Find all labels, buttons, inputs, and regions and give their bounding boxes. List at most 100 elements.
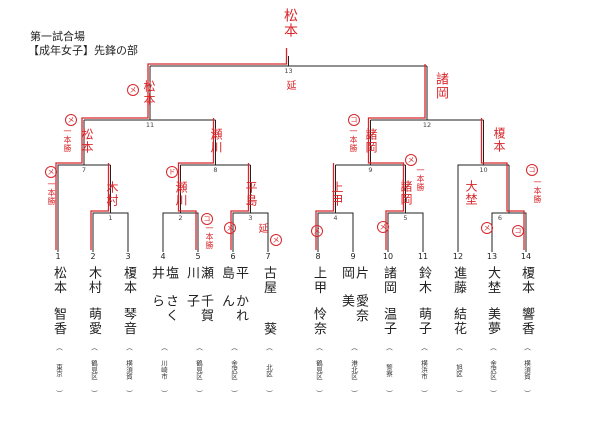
player-affiliation: （ 鶴見区 ） [194, 344, 203, 396]
score-mark-men: メ [45, 166, 57, 178]
paren-open: （ [194, 344, 203, 351]
paren-close: ） [488, 389, 497, 397]
bracket-match-6 [491, 165, 527, 252]
annotation-first-5: 諸岡 [399, 180, 413, 206]
player-number: 4 [160, 252, 166, 261]
score-mark-men: メ [65, 114, 77, 126]
paren-close: ） [314, 389, 323, 397]
score-mark-kote: コ [526, 164, 538, 176]
score-mark-men: メ [311, 225, 323, 237]
paren-open: （ [229, 344, 238, 351]
annotation-semi-right: 諸岡 [433, 72, 448, 100]
player-affiliation: （ 警察 ） [384, 344, 393, 396]
player-affiliation: （ 横須賀 ） [522, 344, 531, 397]
player-surname: 平島 [219, 266, 248, 281]
match-number-3: 3 [248, 214, 253, 222]
player-name: 古屋 葵 [261, 266, 276, 336]
bracket-match-1 [92, 165, 129, 252]
player-slot-6: 6 平島 かれん （ 金沢区 ） [219, 252, 248, 396]
score-mark-men: メ [270, 234, 282, 246]
annotation-first-4: 上甲 [330, 181, 344, 207]
player-slot-11: 11 鈴木 萌子 （ 横浜市 ） [413, 252, 433, 396]
affiliation-text: 横須賀 [124, 360, 133, 380]
player-surname: 榎本 [121, 266, 136, 295]
paren-close: ） [264, 389, 273, 397]
winner-path-enomoto [480, 118, 525, 250]
paren-open: （ [54, 344, 63, 351]
paren-open: （ [454, 344, 463, 351]
paren-open: （ [522, 344, 531, 351]
player-name: 榎本 響香 [519, 266, 534, 336]
player-slot-12: 12 進藤 結花 （ 旭区 ） [448, 252, 468, 396]
player-given-name: 怜奈 [311, 307, 326, 336]
annotation-extension-match-3: 延 [256, 223, 267, 234]
player-given-name: 愛奈美 [339, 294, 368, 323]
player-surname: 進藤 [451, 266, 466, 295]
paren-close: ） [419, 389, 428, 397]
bracket-match-4 [317, 165, 354, 252]
player-surname: 上甲 [311, 266, 326, 295]
player-surname: 古屋 [261, 266, 276, 295]
player-name: 鈴木 萌子 [416, 266, 431, 336]
match-number-7: 7 [81, 166, 87, 174]
paren-open: （ [264, 344, 273, 351]
paren-close: ） [124, 389, 133, 397]
player-number: 1 [55, 252, 61, 261]
affiliation-text: 警察 [384, 363, 393, 377]
match-number-9: 9 [368, 166, 373, 174]
affiliation-text: 横浜市 [419, 360, 428, 380]
score-mark-kote: コ [348, 114, 360, 126]
affiliation-text: 北区 [264, 363, 273, 377]
match-number-2: 2 [178, 214, 183, 222]
match-number-10: 10 [479, 166, 488, 174]
bracket-match-12 [370, 66, 484, 121]
bracket-match-10 [457, 120, 509, 252]
annotation-ippon: 一本勝 [533, 178, 542, 204]
player-affiliation: （ 旭区 ） [454, 344, 463, 397]
player-number: 9 [350, 252, 356, 261]
player-given-name: 結花 [451, 307, 466, 336]
affiliation-text: 鶴見区 [89, 360, 98, 380]
player-surname: 諸岡 [381, 266, 396, 295]
player-affiliation: （ 鶴見区 ） [314, 344, 323, 397]
player-number: 11 [417, 252, 429, 261]
paren-close: ） [454, 389, 463, 397]
paren-open: （ [349, 344, 358, 351]
annotation-quarter-1: 松本 [80, 128, 94, 154]
annotation-ippon: 一本勝 [349, 127, 358, 153]
player-number: 14 [520, 252, 532, 261]
score-mark-men: メ [224, 222, 236, 234]
player-name: 片岡 愛奈美 [339, 266, 368, 336]
annotation-ippon: 一本勝 [205, 224, 214, 250]
player-slot-3: 3 榎本 琴音 （ 横須賀 ） [118, 252, 138, 396]
score-mark-do: ド [166, 166, 178, 178]
player-number: 10 [382, 252, 394, 261]
annotation-ippon: 一本勝 [63, 127, 72, 153]
player-affiliation: （ 港北区 ） [349, 344, 358, 396]
player-given-name: 温子 [381, 307, 396, 336]
annotation-first-2: 瀬川 [174, 181, 188, 207]
annotation-semi-left: 松本 [142, 80, 156, 106]
annotation-quarter-2: 瀬川 [209, 128, 223, 154]
bracket-match-5 [387, 165, 424, 252]
affiliation-text: 東京 [54, 363, 63, 377]
paren-close: ） [522, 389, 531, 397]
player-given-name: 萌子 [416, 307, 431, 336]
player-surname: 松本 [51, 266, 66, 295]
player-slot-9: 9 片岡 愛奈美 （ 港北区 ） [339, 252, 368, 396]
paren-open: （ [314, 344, 323, 351]
score-mark-men: メ [481, 222, 493, 234]
player-given-name: さくら [149, 294, 178, 323]
player-name: 諸岡 温子 [381, 266, 396, 336]
winner-path-matsumoto [55, 48, 288, 250]
player-name: 木村 萌愛 [86, 266, 101, 336]
division-title: 【成年女子】先鋒の部 [28, 44, 138, 57]
player-given-name: 千賀子 [184, 294, 213, 323]
match-number-12: 12 [422, 121, 432, 129]
winner-path-segawa [177, 118, 215, 250]
player-name: 瀬川 千賀子 [184, 266, 213, 336]
affiliation-text: 旭区 [454, 363, 463, 377]
affiliation-text: 鶴見区 [194, 360, 203, 380]
match-number-1: 1 [108, 214, 113, 222]
